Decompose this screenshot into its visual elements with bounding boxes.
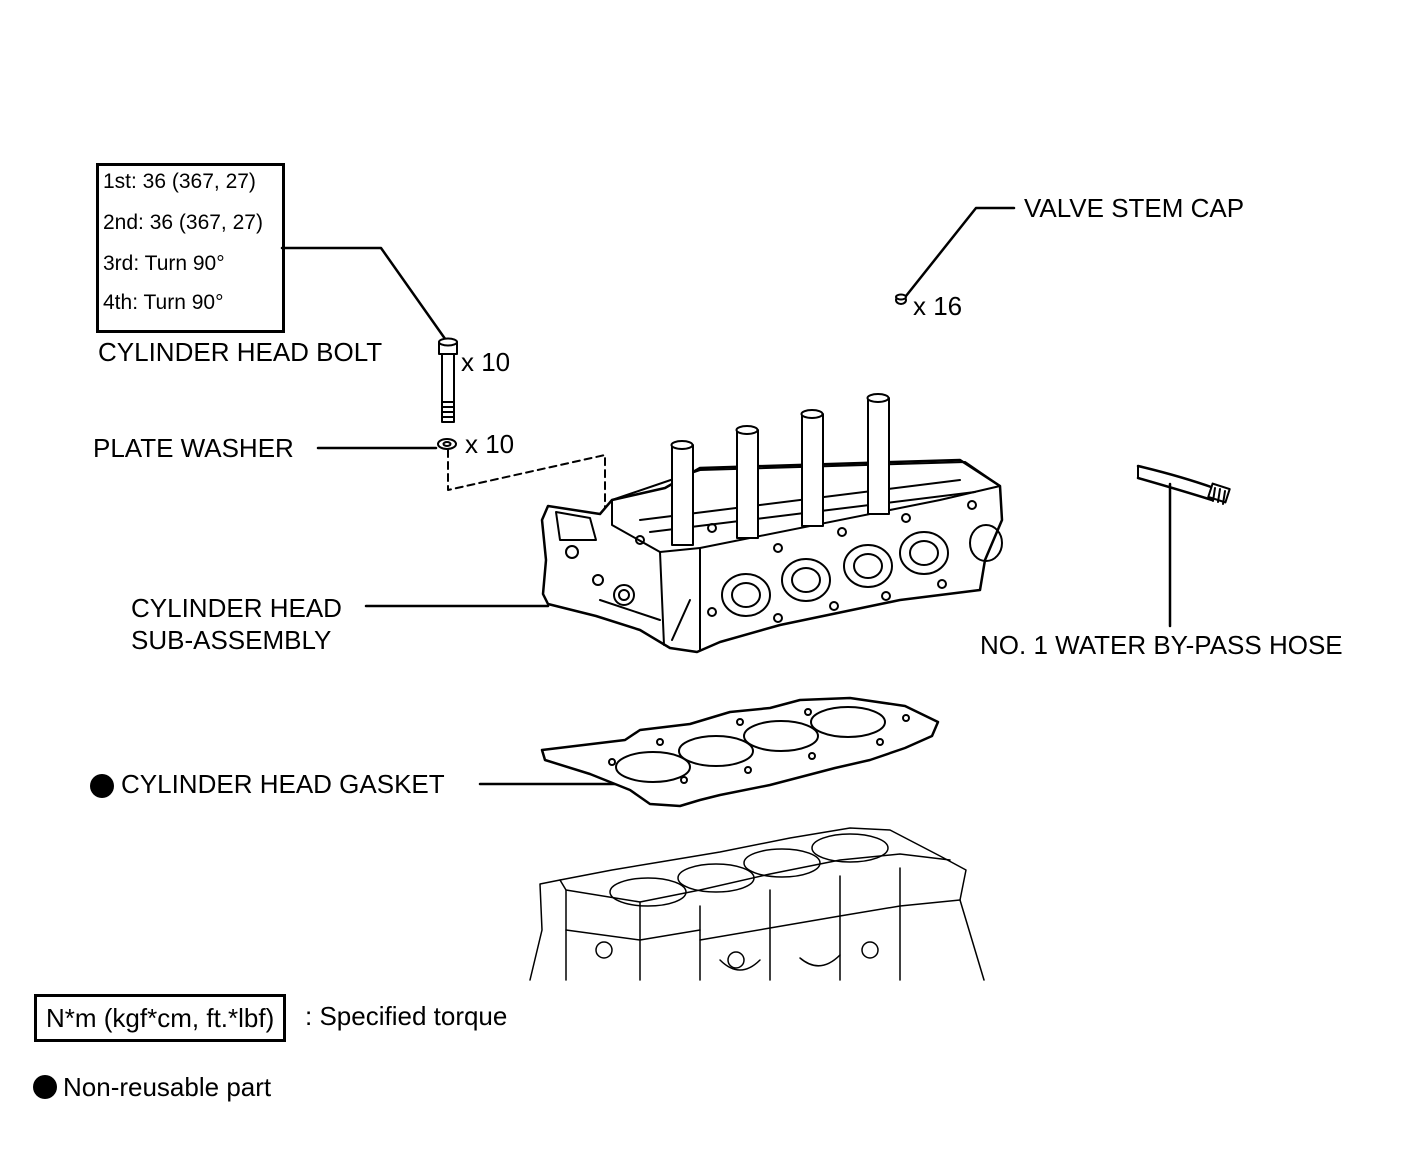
non-reusable-legend-text: Non-reusable part: [63, 1072, 272, 1102]
cylinder-head-label-line1: CYLINDER HEAD: [131, 593, 342, 623]
spark-plug-tubes: [670, 393, 890, 546]
cylinder-head-drawing: [540, 393, 1004, 654]
valve-cap-leader-line: [904, 206, 1016, 298]
torque-step-2: 2nd: 36 (367, 27): [103, 211, 263, 234]
cylinder-head-bolt-label: CYLINDER HEAD BOLT: [98, 337, 383, 367]
bolt-quantity-label: x 10: [461, 347, 511, 377]
cylinder-head-gasket-drawing: [540, 696, 940, 808]
torque-step-3: 3rd: Turn 90°: [103, 252, 225, 275]
torque-spec-box: 1st: 36 (367, 27) 2nd: 36 (367, 27) 3rd:…: [96, 163, 285, 333]
intake-ports: [721, 524, 1003, 617]
torque-legend-text: : Specified torque: [305, 1001, 508, 1031]
filled-circle-icon: [33, 1075, 57, 1099]
torque-step-1: 1st: 36 (367, 27): [103, 170, 256, 193]
torque-legend-box: N*m (kgf*cm, ft.*lbf): [34, 994, 287, 1042]
torque-step-4: 4th: Turn 90°: [103, 291, 224, 314]
bolt-leader-line: [280, 246, 450, 345]
water-bypass-hose-label: NO. 1 WATER BY-PASS HOSE: [980, 630, 1343, 660]
valve-stem-cap-label: VALVE STEM CAP: [1024, 193, 1245, 223]
non-reusable-legend: Non-reusable part: [33, 1071, 271, 1103]
valve-stem-cap-drawing: [895, 293, 907, 305]
washer-quantity-label: x 10: [465, 429, 515, 459]
alignment-dashed-line: [447, 449, 606, 513]
plate-washer-drawing: [437, 438, 457, 450]
water-bypass-hose-drawing: [1136, 464, 1231, 505]
gasket-non-reusable-dot: [90, 774, 114, 798]
valve-cap-quantity-label: x 16: [913, 291, 963, 321]
cylinder-head-label-line2: SUB-ASSEMBLY: [131, 625, 332, 655]
cylinder-block-drawing: [529, 827, 985, 981]
torque-unit-text: N*m (kgf*cm, ft.*lbf): [46, 1003, 275, 1033]
cylinder-head-bolt-drawing: [438, 337, 458, 423]
cylinder-head-gasket-label: CYLINDER HEAD GASKET: [121, 769, 445, 799]
leader-lines: [280, 206, 1172, 786]
plate-washer-label: PLATE WASHER: [93, 433, 294, 463]
